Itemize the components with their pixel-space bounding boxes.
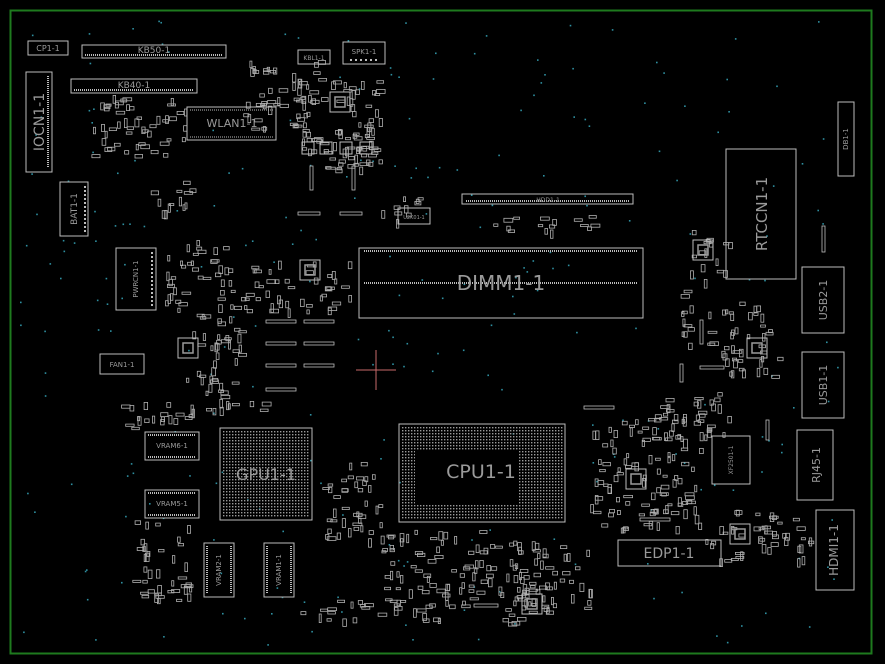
- dimm-slot[interactable]: DIMM1-1: [358, 247, 644, 319]
- vram2-label: VRAM2-1: [215, 554, 223, 586]
- rj45-label: RJ45-1: [810, 447, 823, 483]
- spk-connector[interactable]: SPK1-1: [342, 41, 386, 65]
- pwrcn-label: PWRCN1-1: [132, 260, 140, 297]
- hdmi-label: HDMI1-1: [827, 524, 841, 576]
- kb50-label: KB50-1: [138, 46, 171, 56]
- spk-label: SPK1-1: [352, 48, 377, 56]
- cpu-label: CPU1-1: [446, 461, 516, 483]
- rtccn-label: RTCCN1-1: [753, 177, 771, 251]
- vram1-label: VRAM1-1: [275, 554, 283, 586]
- usb1-label: USB1-1: [817, 365, 830, 406]
- vram6-chip[interactable]: VRAM6-1: [144, 431, 200, 461]
- board-outline: [9, 9, 873, 655]
- gpu-chip[interactable]: GPU1-1: [219, 427, 313, 521]
- wlan-module[interactable]: WLAN1-1: [186, 106, 277, 141]
- kb40-label: KB40-1: [118, 81, 151, 91]
- via-dots: [20, 20, 839, 646]
- cp1-connector[interactable]: CP1-1: [27, 40, 69, 56]
- u2k-component[interactable]: U2K01-1: [397, 207, 431, 225]
- kbl-label: KBL1-1: [303, 55, 324, 62]
- usb1-port[interactable]: USB1-1: [801, 351, 845, 419]
- kb40-connector[interactable]: KB40-1: [70, 78, 198, 94]
- vram5-chip[interactable]: VRAM5-1: [144, 489, 200, 519]
- db-connector[interactable]: DB1-1: [837, 101, 855, 177]
- iocn-connector[interactable]: IOCN1-1: [25, 71, 53, 173]
- iocn-label: IOCN1-1: [32, 93, 48, 151]
- smd-components: [91, 60, 826, 627]
- rtccn-module[interactable]: RTCCN1-1: [725, 148, 797, 280]
- vram5-label: VRAM5-1: [156, 500, 188, 508]
- kb50-connector[interactable]: KB50-1: [81, 44, 227, 59]
- bat-connector[interactable]: BAT1-1: [59, 181, 89, 237]
- wlan-label: WLAN1-1: [207, 117, 258, 130]
- pwrcn-connector[interactable]: PWRCN1-1: [115, 247, 157, 311]
- vram1-chip[interactable]: VRAM1-1: [263, 542, 295, 598]
- gpu-label: GPU1-1: [236, 465, 296, 484]
- usb2-label: USB2-1: [817, 280, 830, 321]
- xtal-label: XF2501-1: [728, 445, 735, 474]
- cp1-label: CP1-1: [36, 44, 59, 53]
- vram6-label: VRAM6-1: [156, 442, 188, 450]
- rj45-port[interactable]: RJ45-1: [796, 429, 834, 501]
- db-label: DB1-1: [842, 128, 850, 150]
- edp-connector[interactable]: EDP1-1: [617, 539, 722, 567]
- dimm-label: DIMM1-1: [457, 271, 545, 295]
- cpu-chip[interactable]: CPU1-1: [398, 423, 566, 523]
- fan-label: FAN1-1: [110, 361, 135, 369]
- crosshair-cursor: [356, 350, 396, 390]
- bat-label: BAT1-1: [70, 193, 80, 225]
- usb2-port[interactable]: USB2-1: [801, 266, 845, 334]
- hdd-connector[interactable]: HDD1-1: [461, 193, 634, 205]
- hdmi-port[interactable]: HDMI1-1: [815, 509, 855, 591]
- hdd-label: HDD1-1: [536, 197, 560, 204]
- fan-connector[interactable]: FAN1-1: [99, 353, 145, 375]
- vram2-chip[interactable]: VRAM2-1: [203, 542, 235, 598]
- edp-label: EDP1-1: [644, 546, 695, 562]
- kbl-connector[interactable]: KBL1-1: [297, 49, 331, 65]
- xtal-component[interactable]: XF2501-1: [711, 435, 751, 485]
- u2k-label: U2K01-1: [403, 215, 424, 221]
